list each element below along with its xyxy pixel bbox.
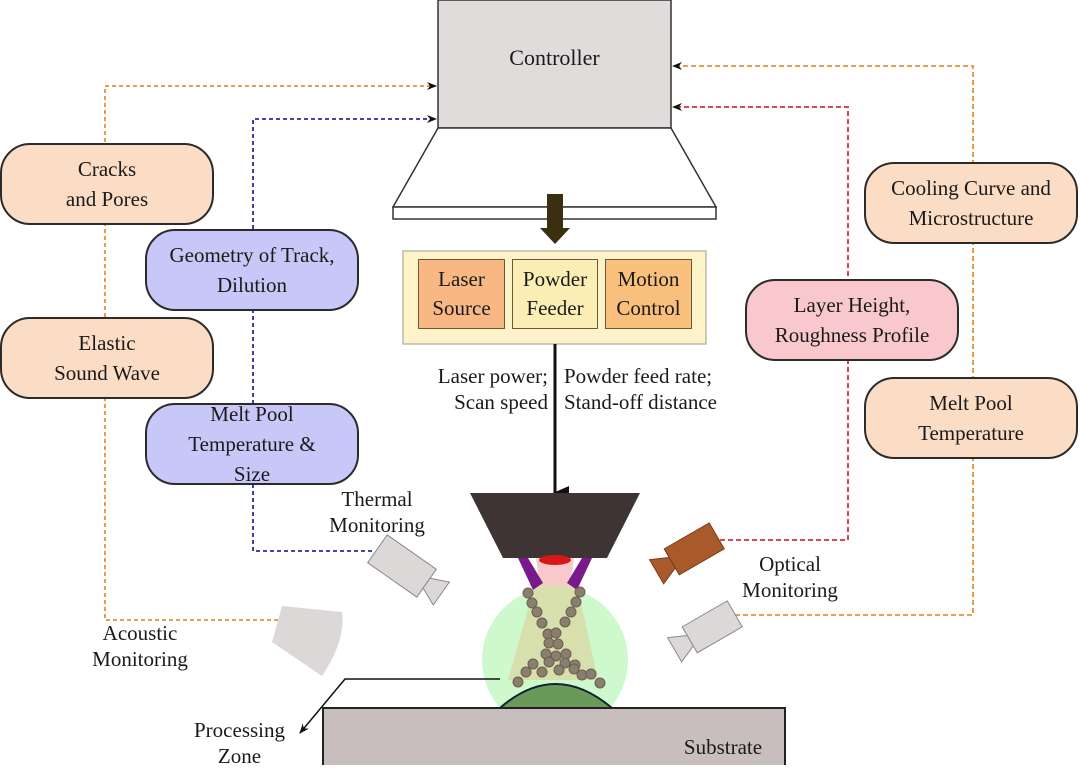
module-laser-source: Laser Source <box>418 259 505 329</box>
powder-particle <box>594 677 606 689</box>
optical-camera-gray-icon <box>666 600 743 663</box>
powder-particle <box>522 587 534 599</box>
powder-nozzle-right <box>567 558 592 590</box>
box-cooling-curve: Cooling Curve and Microstructure <box>864 162 1078 244</box>
module-motion-control: Motion Control <box>605 259 692 329</box>
thermal-feedback-line <box>252 115 437 552</box>
powder-particle <box>568 663 580 675</box>
deposition-nozzle <box>470 493 640 558</box>
melt-pool <box>497 683 615 709</box>
optical-melt-feedback-line <box>672 62 974 616</box>
optical-camera-icon <box>648 522 725 585</box>
substrate <box>322 707 786 765</box>
powder-particle <box>559 616 571 628</box>
powder-particle <box>585 668 597 680</box>
powder-nozzle-left <box>518 558 543 590</box>
powder-particle <box>553 664 565 676</box>
powder-particle <box>543 656 555 668</box>
powder-particle <box>527 658 539 670</box>
powder-particle <box>550 627 562 639</box>
box-melt-pool-temperature-size: Melt Pool Temperature & Size <box>145 402 359 486</box>
label-optical-monitoring: Optical Monitoring <box>742 552 838 602</box>
parameter-label-left: Laser power; Scan speed <box>437 364 548 414</box>
processing-zone-pointer <box>299 678 500 734</box>
laser-beam <box>536 558 574 585</box>
powder-particle <box>565 606 577 618</box>
box-cracks-and-pores: Cracks and Pores <box>0 143 214 225</box>
controller-label: Controller <box>509 45 600 70</box>
acoustic-sensor-icon <box>272 606 343 676</box>
powder-particle <box>543 637 555 649</box>
powder-particle <box>526 597 538 609</box>
powder-particle <box>576 669 588 681</box>
powder-particles <box>512 586 606 689</box>
thermal-camera-icon <box>366 534 451 606</box>
powder-particle <box>536 617 548 629</box>
box-layer-height: Layer Height, Roughness Profile <box>745 279 959 361</box>
box-geometry-of-track: Geometry of Track, Dilution <box>145 229 359 311</box>
powder-particle <box>574 586 586 598</box>
powder-particle <box>536 666 548 678</box>
label-substrate: Substrate <box>683 735 763 759</box>
laser-spot <box>539 555 571 565</box>
label-acoustic-monitoring: Acoustic Monitoring <box>92 621 188 671</box>
box-elastic-sound-wave: Elastic Sound Wave <box>0 317 214 399</box>
box-melt-pool-temperature: Melt Pool Temperature <box>864 377 1078 459</box>
powder-particle <box>552 638 564 650</box>
powder-particle <box>570 596 582 608</box>
command-arrow <box>540 194 570 244</box>
acoustic-feedback-line <box>104 82 437 621</box>
parameter-label-right: Powder feed rate; Stand-off distance <box>564 364 717 414</box>
label-processing-zone: Processing Zone <box>194 718 285 768</box>
module-powder-feeder: Powder Feeder <box>512 259 598 329</box>
label-thermal-monitoring: Thermal Monitoring <box>329 487 425 537</box>
powder-particle <box>531 606 543 618</box>
controller-screen <box>437 0 672 129</box>
powder-particle <box>520 666 532 678</box>
powder-particle <box>560 648 572 660</box>
powder-particle <box>512 676 524 688</box>
